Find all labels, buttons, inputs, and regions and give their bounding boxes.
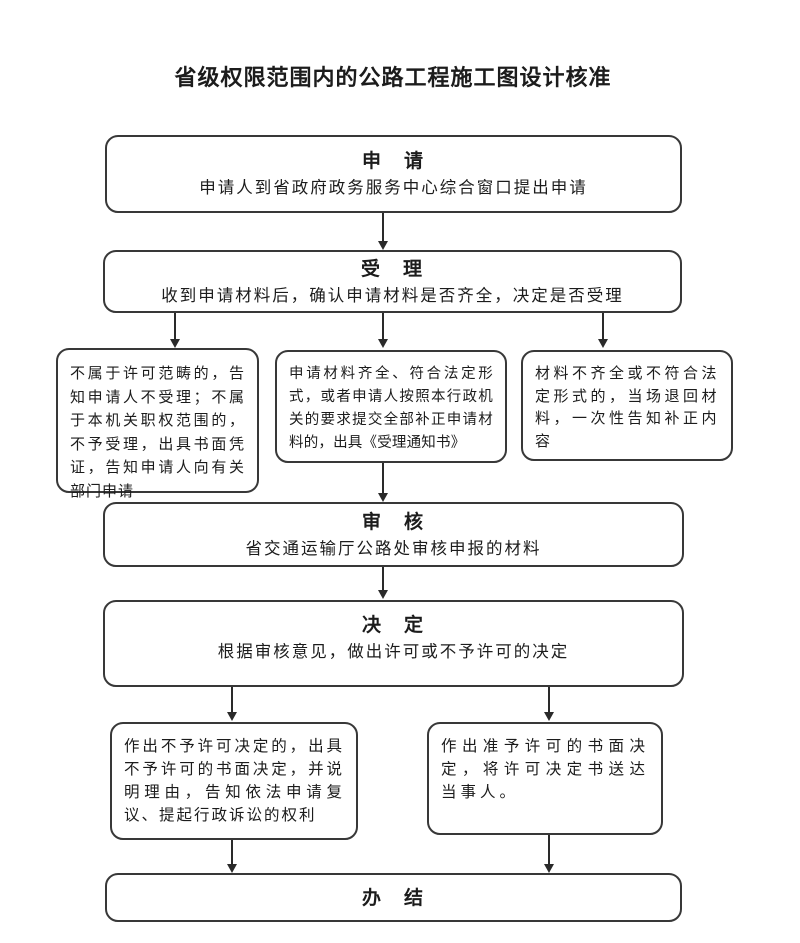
return-note-text: 材料不齐全或不符合法定形式的，当场退回材料，一次性告知补正内容 bbox=[535, 364, 719, 450]
box-apply-heading: 申 请 bbox=[361, 150, 425, 172]
flow-box-review: 审 核 省交通运输厅公路处审核申报的材料 bbox=[103, 502, 684, 567]
arrow-accept-to-reject bbox=[174, 313, 176, 339]
box-apply-body: 申请人到省政府政务服务中心综合窗口提出申请 bbox=[199, 178, 588, 197]
arrow-apply-to-accept bbox=[382, 213, 384, 241]
box-decide-heading: 决 定 bbox=[361, 614, 425, 636]
arrow-accept-to-return bbox=[602, 313, 604, 339]
flow-box-apply: 申 请 申请人到省政府政务服务中心综合窗口提出申请 bbox=[105, 135, 682, 213]
box-finish-heading: 办 结 bbox=[361, 886, 425, 909]
box-decide-body: 根据审核意见，做出许可或不予许可的决定 bbox=[217, 642, 570, 661]
box-accept-body: 收到申请材料后，确认申请材料是否齐全，决定是否受理 bbox=[161, 285, 624, 305]
flow-box-reject-note: 不属于许可范畴的，告知申请人不受理；不属于本机关职权范围的，不予受理，出具书面凭… bbox=[56, 348, 259, 500]
arrow-notice-to-review bbox=[382, 463, 384, 493]
flow-box-finish: 办 结 bbox=[105, 873, 682, 922]
box-review-heading: 审 核 bbox=[361, 510, 425, 533]
grant-note-text: 作出准予许可的书面决定，将许可决定书送达当事人。 bbox=[441, 737, 649, 801]
flow-box-decide: 决 定 根据审核意见，做出许可或不予许可的决定 bbox=[103, 600, 684, 687]
box-review-body: 省交通运输厅公路处审核申报的材料 bbox=[245, 538, 542, 558]
arrow-accept-to-notice bbox=[382, 313, 384, 339]
flow-box-return-note: 材料不齐全或不符合法定形式的，当场退回材料，一次性告知补正内容 bbox=[521, 350, 733, 461]
reject-note-text: 不属于许可范畴的，告知申请人不受理；不属于本机关职权范围的，不予受理，出具书面凭… bbox=[70, 364, 245, 500]
box-accept-heading: 受 理 bbox=[360, 257, 424, 280]
arrow-decide-to-deny bbox=[231, 687, 233, 712]
page-title: 省级权限范围内的公路工程施工图设计核准 bbox=[174, 66, 612, 91]
arrow-deny-to-finish bbox=[231, 840, 233, 864]
arrow-decide-to-grant bbox=[548, 687, 550, 712]
flow-box-accept: 受 理 收到申请材料后，确认申请材料是否齐全，决定是否受理 bbox=[103, 250, 682, 313]
arrow-review-to-decide bbox=[382, 567, 384, 590]
notice-note-text: 申请材料齐全、符合法定形式，或者申请人按照本行政机关的要求提交全部补正申请材料的… bbox=[289, 366, 493, 451]
flow-box-deny-note: 作出不予许可决定的，出具不予许可的书面决定，并说明理由，告知依法申请复议、提起行… bbox=[110, 722, 358, 840]
arrow-grant-to-finish bbox=[548, 835, 550, 864]
flow-box-notice-note: 申请材料齐全、符合法定形式，或者申请人按照本行政机关的要求提交全部补正申请材料的… bbox=[275, 350, 507, 463]
deny-note-text: 作出不予许可决定的，出具不予许可的书面决定，并说明理由，告知依法申请复议、提起行… bbox=[124, 737, 344, 824]
flow-box-grant-note: 作出准予许可的书面决定，将许可决定书送达当事人。 bbox=[427, 722, 663, 835]
